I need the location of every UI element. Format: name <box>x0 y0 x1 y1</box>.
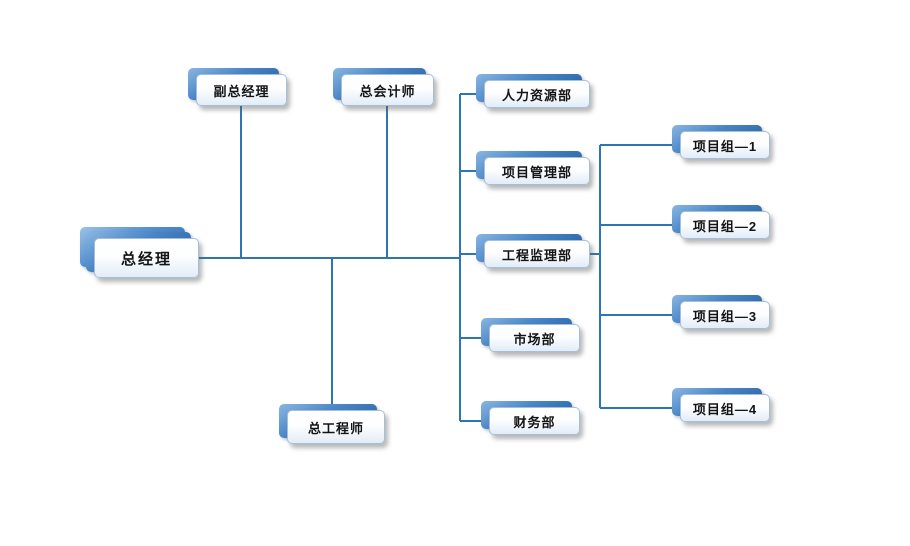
org-node-label: 工程监理部 <box>501 247 572 263</box>
org-node-project-group-3[interactable]: 项目组—3 <box>672 295 770 329</box>
org-node-finance-department[interactable]: 财务部 <box>481 401 580 435</box>
node-card: 项目组—1 <box>680 131 770 159</box>
org-node-hr-department[interactable]: 人力资源部 <box>476 74 590 108</box>
org-node-label: 总会计师 <box>359 83 416 99</box>
org-node-chief-engineer[interactable]: 总工程师 <box>279 404 385 444</box>
org-node-label: 项目组—2 <box>692 218 758 234</box>
node-card: 副总经理 <box>196 74 287 106</box>
org-node-label: 项目组—1 <box>692 138 758 154</box>
node-card: 财务部 <box>489 407 580 435</box>
org-node-marketing-department[interactable]: 市场部 <box>481 318 580 352</box>
org-node-label: 副总经理 <box>213 83 270 99</box>
org-node-label: 项目组—4 <box>692 401 758 417</box>
org-node-deputy-general-manager[interactable]: 副总经理 <box>188 68 287 106</box>
node-card: 项目组—2 <box>680 211 770 239</box>
node-card: 市场部 <box>489 324 580 352</box>
node-card: 项目管理部 <box>484 157 590 185</box>
org-node-project-group-1[interactable]: 项目组—1 <box>672 125 770 159</box>
node-card: 人力资源部 <box>484 80 590 108</box>
org-node-label: 项目组—3 <box>692 308 758 324</box>
node-card: 总工程师 <box>287 410 385 444</box>
node-card: 总会计师 <box>341 74 434 106</box>
org-node-project-group-4[interactable]: 项目组—4 <box>672 388 770 422</box>
org-node-label: 总工程师 <box>307 420 364 436</box>
org-node-label: 总经理 <box>120 250 172 268</box>
org-node-project-management-department[interactable]: 项目管理部 <box>476 151 590 185</box>
org-node-label: 人力资源部 <box>501 87 572 103</box>
org-node-label: 市场部 <box>513 331 556 347</box>
node-card: 工程监理部 <box>484 240 590 268</box>
org-node-chief-accountant[interactable]: 总会计师 <box>333 68 434 106</box>
org-node-label: 财务部 <box>513 414 556 430</box>
org-node-general-manager[interactable]: 总经理 <box>80 227 199 278</box>
org-node-engineering-supervision-department[interactable]: 工程监理部 <box>476 234 590 268</box>
node-card: 总经理 <box>94 238 199 278</box>
org-node-label: 项目管理部 <box>501 164 572 180</box>
node-card: 项目组—4 <box>680 394 770 422</box>
node-card: 项目组—3 <box>680 301 770 329</box>
org-node-project-group-2[interactable]: 项目组—2 <box>672 205 770 239</box>
